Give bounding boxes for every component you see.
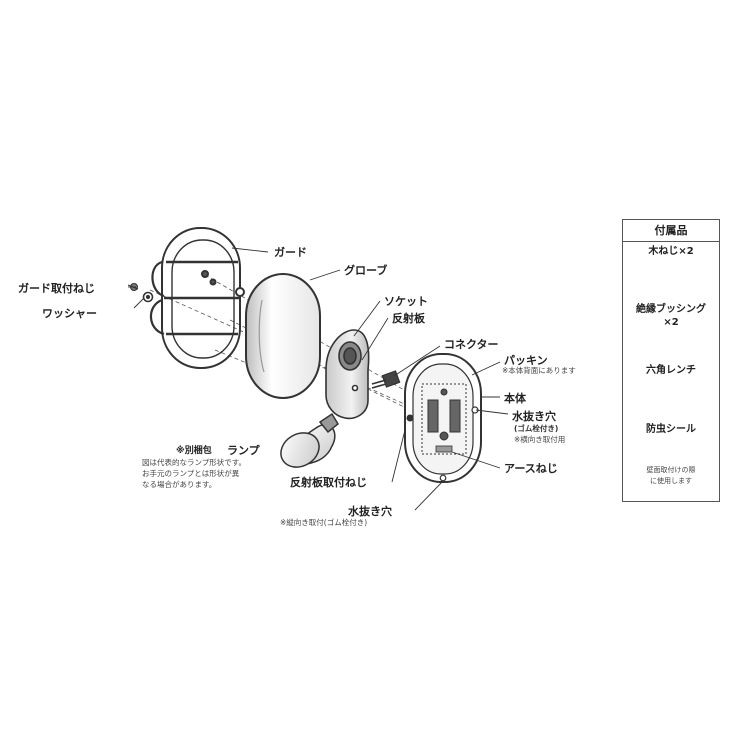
accessories-panel: 付属品 木ねじ×2 絶縁ブッシング ×2 六角レンチ 防虫シール 壁面取付けの際… xyxy=(622,219,720,502)
packing-note: ※本体背面にあります xyxy=(502,366,576,375)
reflector-screw-label: 反射板取付ねじ xyxy=(290,476,367,489)
lamp-part xyxy=(280,412,339,468)
lamp-label: ランプ xyxy=(227,444,260,457)
washer-label: ワッシャー xyxy=(42,307,97,320)
lamp-note-line-3: なる場合があります。 xyxy=(142,480,217,489)
guard-screw-and-washer xyxy=(127,283,154,303)
reflector-part xyxy=(325,329,370,420)
drain-hole-bottom-label: 水抜き穴 xyxy=(348,505,392,518)
lamp-prefix-label: ※別梱包 xyxy=(176,446,212,456)
drain-hole-side-note: ※横向き取付用 xyxy=(514,435,566,444)
guard-part xyxy=(149,227,245,369)
bushing-label-line2: ×2 xyxy=(663,317,679,328)
earth-screw-label: アースねじ xyxy=(504,462,558,475)
leader-lines xyxy=(128,247,509,511)
accessories-title: 付属品 xyxy=(623,220,719,242)
drain-hole-bottom-note: ※縦向き取付(ゴム栓付き) xyxy=(280,518,368,527)
globe-part xyxy=(245,273,321,399)
insect-seal-note-line-1: 壁面取付けの際 xyxy=(646,466,696,474)
hex-wrench-label: 六角レンチ xyxy=(646,365,696,376)
lamp-note-line-1: 図は代表的なランプ形状です。 xyxy=(142,458,247,467)
body-part xyxy=(404,353,482,483)
insect-seal-note-line-2: に使用します xyxy=(650,477,692,485)
globe-label: グローブ xyxy=(344,264,388,277)
lamp-note: 図は代表的なランプ形状です。 お手元のランプとは形状が異 なる場合があります。 xyxy=(142,457,246,490)
wood-screw-label: 木ねじ×2 xyxy=(648,246,694,257)
insect-seal-label: 防虫シール xyxy=(646,424,696,435)
guard-label: ガード xyxy=(274,246,307,259)
connector-label: コネクター xyxy=(444,338,499,351)
bushing-label-line1: 絶縁ブッシング xyxy=(636,304,706,315)
packing-label: パッキン xyxy=(504,354,548,367)
guard-screw-label: ガード取付ねじ xyxy=(18,282,95,295)
drain-hole-side-label: 水抜き穴 xyxy=(512,410,556,423)
drain-hole-side-sub: (ゴム栓付き) xyxy=(514,424,559,433)
body-label: 本体 xyxy=(504,392,526,405)
lamp-note-line-2: お手元のランプとは形状が異 xyxy=(142,469,240,478)
socket-label: ソケット xyxy=(384,295,428,308)
reflector-label: 反射板 xyxy=(392,312,425,325)
